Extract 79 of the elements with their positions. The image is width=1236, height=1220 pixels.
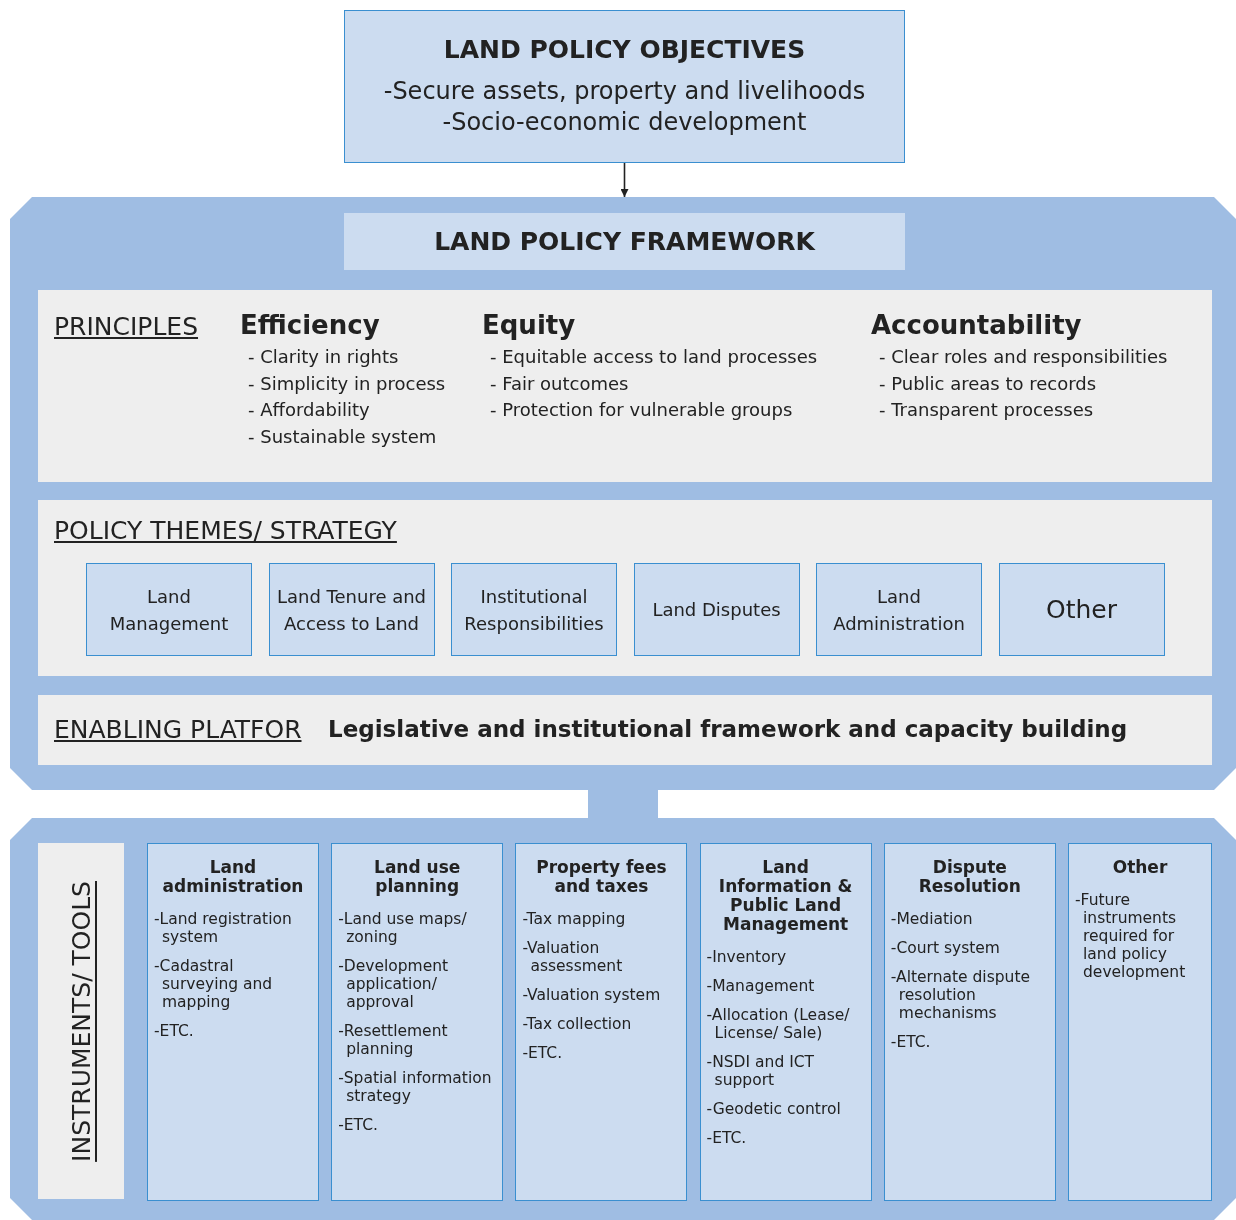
bullet-item: - Protection for vulnerable groups bbox=[489, 398, 794, 422]
column-heading: Property fees and taxes bbox=[535, 858, 668, 896]
bullet-item: - Clarity in rights bbox=[247, 345, 400, 369]
tool-column bbox=[699, 843, 872, 1201]
column-heading: Land Information & Public Land Management bbox=[717, 858, 854, 934]
framework-title: LAND POLICY FRAMEWORK bbox=[344, 213, 905, 270]
bullet-item: -ETC. bbox=[890, 1033, 932, 1051]
bullet-item: - Simplicity in process bbox=[247, 371, 446, 396]
label-band bbox=[38, 843, 124, 1199]
column-heading: Dispute Resolution bbox=[917, 858, 1022, 896]
framework-panel bbox=[10, 197, 1236, 790]
theme-label: Other bbox=[1045, 596, 1118, 623]
themes-band bbox=[38, 500, 1212, 676]
bullet-item: - Affordability bbox=[247, 398, 371, 422]
theme-box bbox=[451, 563, 617, 656]
principles-band bbox=[38, 290, 1212, 482]
principle-heading: Efficiency bbox=[240, 310, 381, 340]
bullet-item: - Sustainable system bbox=[247, 424, 438, 449]
bullet-item: -Mediation bbox=[890, 910, 974, 928]
bullet-item: -NSDI and ICT support bbox=[706, 1053, 815, 1089]
tool-column bbox=[331, 843, 504, 1201]
bullet-item: - Transparent processes bbox=[878, 398, 1095, 422]
arrow bbox=[620, 162, 629, 198]
box-title: LAND POLICY OBJECTIVES bbox=[443, 35, 806, 64]
principle-heading: Accountability bbox=[871, 310, 1083, 340]
bullet-item: -ETC. bbox=[522, 1044, 564, 1062]
bullet-item: -ETC. bbox=[154, 1022, 195, 1040]
theme-box bbox=[998, 563, 1165, 656]
tools-panel bbox=[10, 818, 1236, 1220]
theme-box bbox=[633, 563, 800, 656]
platform-text: Legislative and institutional framework and capacity building bbox=[328, 716, 1128, 742]
column-heading: Land use planning bbox=[373, 858, 462, 896]
bullet-item: -Cadastral surveying and mapping bbox=[154, 957, 274, 1011]
section-heading: ENABLING PLATFOR bbox=[54, 715, 302, 744]
theme-box bbox=[86, 563, 252, 656]
theme-label: Land Administration bbox=[832, 584, 966, 636]
tool-column bbox=[883, 843, 1056, 1201]
bullet-item: -Tax collection bbox=[522, 1015, 633, 1033]
bullet-item: -Court system bbox=[890, 939, 1001, 957]
bullet-item: -Alternate dispute resolution mechanisms bbox=[890, 968, 1032, 1022]
section-heading: PRINCIPLES bbox=[54, 312, 199, 341]
column-heading: Other bbox=[1111, 858, 1169, 877]
theme-label: Land Tenure and Access to Land bbox=[275, 584, 428, 636]
bullet-item: -Spatial information strategy bbox=[338, 1069, 493, 1105]
theme-label: Land Disputes bbox=[651, 598, 782, 622]
section-heading: POLICY THEMES/ STRATEGY bbox=[54, 516, 397, 545]
theme-box bbox=[268, 563, 435, 656]
connector-band bbox=[588, 788, 658, 820]
tool-column bbox=[515, 843, 688, 1201]
bullet-item: - Public areas to records bbox=[878, 371, 1098, 396]
theme-box bbox=[816, 563, 982, 656]
bullet-item: -Development application/ approval bbox=[338, 957, 450, 1011]
bullet-item: - Fair outcomes bbox=[489, 371, 630, 396]
bullet-item: -Valuation assessment bbox=[522, 939, 624, 975]
bullet-item: -ETC. bbox=[706, 1129, 748, 1147]
bullet-item: -Land registration system bbox=[154, 910, 293, 946]
objective-item: -Secure assets, property and livelihoods bbox=[383, 76, 866, 107]
tool-column bbox=[147, 843, 319, 1201]
bullet-item: -Geodetic control bbox=[706, 1100, 842, 1118]
platform-band bbox=[38, 695, 1212, 765]
bullet-item: -Inventory bbox=[706, 948, 788, 966]
vertical-label: INSTRUMENTS/ TOOLS bbox=[66, 880, 96, 1162]
theme-label: Land Management bbox=[108, 584, 230, 636]
bullet-item: -Tax mapping bbox=[522, 910, 627, 928]
tool-column bbox=[1068, 843, 1212, 1201]
objectives-box bbox=[344, 10, 905, 163]
bullet-item: -ETC. bbox=[338, 1116, 379, 1134]
bullet-item: -Management bbox=[706, 977, 816, 995]
bullet-item: -Future instruments required for land policy development bbox=[1075, 891, 1187, 981]
bullet-item: - Clear roles and responsibilities bbox=[878, 345, 1168, 369]
bullet-item: -Valuation system bbox=[522, 986, 662, 1004]
principle-heading: Equity bbox=[482, 310, 577, 340]
theme-label: Institutional Responsibilities bbox=[463, 584, 605, 636]
objective-item: -Socio-economic development bbox=[442, 107, 807, 138]
bullet-item: -Land use maps/ zoning bbox=[338, 910, 468, 946]
bullet-item: -Allocation (Lease/ License/ Sale) bbox=[706, 1006, 851, 1042]
bullet-item: - Equitable access to land processes bbox=[489, 345, 818, 369]
column-heading: Land administration bbox=[161, 858, 305, 896]
bullet-item: -Resettlement planning bbox=[338, 1022, 449, 1058]
